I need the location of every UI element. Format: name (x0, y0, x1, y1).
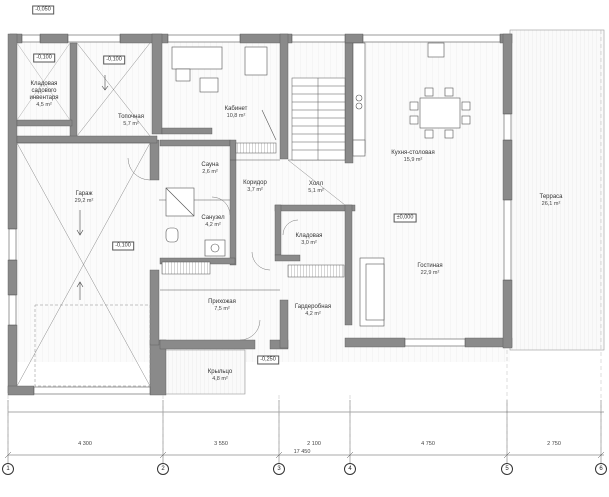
room-name: Кладовая садового инвентаря (29, 81, 59, 101)
room-label-office: Кабинет 10,8 m² (225, 106, 248, 120)
room-label-hallway: Прихожая 7,5 m² (208, 299, 236, 313)
room-label-storage: Кладовая садового инвентаря 4,5 m² (22, 81, 66, 109)
dimension-label: 3 550 (214, 441, 228, 447)
level-tag: -0,100 (33, 53, 55, 63)
room-area: 10,8 m² (226, 113, 246, 119)
dimension-label: 2 100 (307, 441, 321, 447)
room-area: 3,0 m² (301, 240, 317, 246)
axis-marker: 2 (157, 463, 169, 475)
room-area: 15,9 m² (403, 157, 423, 163)
level-tag: -0,250 (257, 355, 279, 365)
room-name: Холл (308, 181, 324, 187)
doors (127, 157, 299, 341)
room-area: 5,1 m² (308, 188, 324, 194)
slope-arrows (76, 75, 109, 300)
room-label-terrace: Терраса 26,1 m² (539, 194, 562, 208)
level-tag: -0,100 (103, 55, 125, 65)
room-area: 3,7 m² (247, 187, 263, 193)
room-label-garage: Гараж 29,2 m² (75, 191, 94, 205)
closets (161, 142, 345, 278)
dining-table (409, 87, 471, 139)
room-label-living: Гостиная 22,9 m² (417, 263, 442, 277)
room-name: Кладовая (295, 233, 323, 239)
room-area: 4,5 m² (36, 102, 52, 108)
axis-marker: 3 (273, 463, 285, 475)
axis-grid (7, 30, 602, 462)
kitchen-counter (352, 42, 445, 157)
room-label-corridor: Коридор 3,7 m² (243, 180, 267, 194)
sofa (359, 257, 385, 327)
room-label-kitchen: Кухня-столовая 15,9 m² (391, 150, 435, 164)
room-label-porch: Крыльцо 4,8 m² (208, 369, 232, 383)
level-tag: -0,100 (112, 241, 134, 251)
garage-lines (16, 42, 346, 387)
room-name: Санузел (201, 215, 225, 221)
level-tag: ±0,000 (393, 213, 417, 223)
room-name: Гостиная (417, 263, 443, 269)
room-name: Гардеробная (294, 304, 332, 310)
room-label-bathroom: Санузел 4,2 m² (201, 215, 224, 229)
room-label-hall: Холл 5,1 m² (308, 181, 324, 195)
axis-marker: 6 (595, 463, 607, 475)
room-area: 4,2 m² (205, 222, 221, 228)
room-name: Гараж (75, 191, 93, 197)
room-area: 22,9 m² (420, 270, 440, 276)
room-name: Кухня-столовая (391, 150, 435, 156)
dimension-label: 4 750 (421, 441, 435, 447)
room-area: 2,6 m² (202, 169, 218, 175)
bathroom-fixtures (165, 187, 226, 257)
room-name: Топочная (117, 114, 145, 120)
room-area: 26,1 m² (541, 201, 561, 207)
room-area: 5,7 m² (123, 121, 139, 127)
dimension-label: 2 750 (547, 441, 561, 447)
walls (7, 33, 513, 396)
axis-marker: 1 (2, 463, 14, 475)
axis-marker: 4 (344, 463, 356, 475)
staircase (291, 77, 346, 161)
room-name: Прихожая (208, 299, 236, 305)
dimension-label: 4 300 (78, 441, 92, 447)
room-label-wardrobe: Гардеробная 4,2 m² (295, 304, 331, 318)
room-name: Кабинет (224, 106, 248, 112)
windows (8, 34, 512, 395)
room-area: 7,5 m² (214, 306, 230, 312)
dimension-lines (4, 400, 605, 470)
room-label-pantry: Кладовая 3,0 m² (296, 233, 323, 247)
room-name: Сауна (201, 162, 219, 168)
room-area: 29,2 m² (74, 198, 94, 204)
axis-marker: 5 (501, 463, 513, 475)
dimension-total-label: 17 450 (293, 449, 311, 455)
level-tag: -0,050 (32, 5, 54, 15)
room-label-sauna: Сауна 2,6 m² (201, 162, 218, 176)
room-name: Крыльцо (207, 369, 233, 375)
room-name: Терраса (539, 194, 563, 200)
room-area: 4,8 m² (212, 376, 228, 382)
room-label-boiler: Топочная 5,7 m² (118, 114, 144, 128)
office-furniture (171, 46, 277, 141)
room-name: Коридор (243, 180, 267, 186)
room-area: 4,2 m² (305, 311, 321, 317)
